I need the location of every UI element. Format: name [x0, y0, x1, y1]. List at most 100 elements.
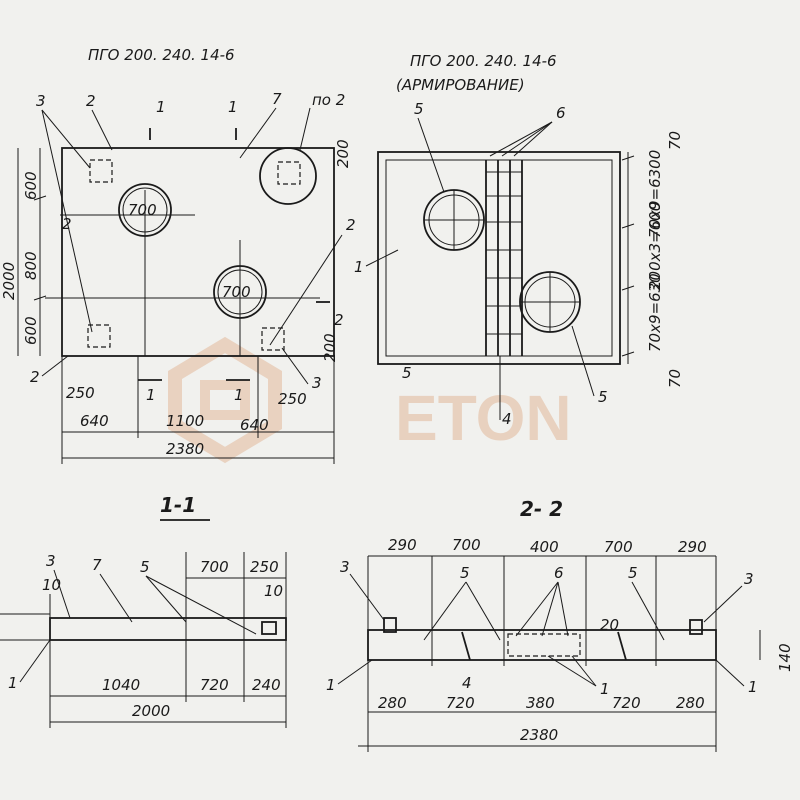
dim-600: 600	[22, 316, 40, 345]
dim-290: 290	[388, 536, 417, 554]
dim-10: 10	[42, 576, 61, 594]
plan-hole-diameter: 700	[128, 201, 157, 219]
dim-250: 250	[66, 384, 95, 402]
dim-240: 240	[252, 676, 281, 694]
leader-line	[547, 655, 597, 687]
plan-detail-ref: по 2	[312, 91, 345, 109]
callout-3: 3	[340, 558, 350, 576]
dim-700: 700	[200, 558, 229, 576]
dim-200: 200	[321, 333, 339, 362]
plan-hole-diameter: 700	[222, 283, 251, 301]
callout-3: 3	[36, 92, 46, 110]
dim-6300: 70х9=6300	[646, 150, 664, 238]
dim-720: 720	[200, 676, 229, 694]
leader-line	[145, 575, 187, 623]
watermark: ETON	[168, 336, 572, 464]
dim-2000: 2000	[132, 702, 170, 720]
leader-line	[99, 573, 133, 623]
dim-400: 400	[530, 538, 559, 556]
dimension-tick	[621, 223, 635, 229]
callout-4: 4	[462, 674, 472, 692]
dim-720: 720	[446, 694, 475, 712]
dim-280: 280	[378, 694, 407, 712]
dim-640: 640	[240, 416, 269, 434]
callout-1: 1	[326, 676, 336, 694]
section-mark-label: 1	[156, 98, 166, 116]
dimension-tick	[621, 155, 635, 161]
reinforcement-cage	[385, 159, 613, 357]
dim-700: 700	[452, 536, 481, 554]
section-label: 2- 2	[520, 497, 563, 521]
plan-view: ПГО 200. 240. 14-6 700 700 по 2 3 2 7 2	[0, 46, 356, 464]
leader-line	[631, 581, 665, 641]
dimension-tick	[33, 295, 47, 301]
leader-line	[145, 575, 257, 635]
plan-lifting-loop	[261, 327, 285, 351]
dim-140: 140	[776, 643, 794, 672]
section-rebar-cage	[507, 633, 581, 657]
callout-7: 7	[272, 90, 282, 108]
leader-line	[281, 347, 309, 385]
plan-hole-inner	[122, 187, 168, 233]
callout-6: 6	[554, 564, 564, 582]
dim-70: 70	[666, 369, 684, 388]
dim-250: 250	[250, 558, 279, 576]
leader-line	[19, 639, 51, 683]
dim-70: 70	[666, 131, 684, 150]
plan-hole	[118, 183, 172, 237]
callout-4: 4	[502, 410, 512, 428]
leader-line	[571, 325, 595, 397]
dim-200: 200	[334, 139, 352, 168]
leader-line	[541, 581, 559, 637]
reinforcement-title: ПГО 200. 240. 14-6	[410, 52, 557, 70]
leader-line	[423, 581, 467, 641]
section-mark-label: 1	[146, 386, 156, 404]
leader-line	[557, 581, 569, 637]
dim-630: 70х9=630	[646, 273, 664, 352]
reinforcement-subtitle: (АРМИРОВАНИЕ)	[396, 76, 525, 94]
dim-290: 290	[678, 538, 707, 556]
dim-800: 800	[22, 251, 40, 280]
section-lifting-loop	[689, 619, 703, 635]
dim-2380: 2380	[520, 726, 558, 744]
callout-1: 1	[8, 674, 18, 692]
callout-6: 6	[556, 104, 566, 122]
leader-line	[465, 581, 501, 641]
break-mark	[617, 631, 627, 661]
leader-line	[41, 109, 93, 333]
plan-lifting-loop	[89, 159, 113, 183]
callout-3: 3	[744, 570, 754, 588]
plan-lifting-loop	[87, 324, 111, 348]
section-mark-label: 2	[334, 311, 344, 329]
section-label: 1-1	[160, 493, 196, 517]
leader-line	[53, 569, 71, 619]
leader-line	[513, 121, 553, 157]
dimension-tick	[621, 351, 635, 357]
callout-1: 1	[354, 258, 364, 276]
leader-line	[417, 117, 445, 193]
leader-line	[349, 573, 385, 621]
callout-5: 5	[414, 100, 424, 118]
dimension-tick	[33, 195, 47, 201]
dim-10: 10	[264, 582, 283, 600]
dim-2380: 2380	[166, 440, 204, 458]
dim-overall-height: 2000	[0, 262, 18, 300]
break-mark	[461, 631, 471, 661]
callout-5: 5	[402, 364, 412, 382]
callout-2: 2	[86, 92, 96, 110]
leader-line	[41, 109, 91, 169]
dim-1100: 1100	[166, 412, 204, 430]
callout-5: 5	[140, 558, 150, 576]
section-2-2: 2- 2 290 700 400 700 290 20 3 5 6 5 3	[326, 497, 794, 752]
dim-20: 20	[600, 616, 619, 634]
callout-2: 2	[346, 216, 356, 234]
section-lifting-loop	[383, 617, 397, 633]
dimension-tick	[621, 285, 635, 291]
watermark-text: ETON	[395, 382, 572, 454]
leader-line	[571, 655, 597, 687]
reinforcement-outline	[377, 151, 621, 365]
section-mark-label: 1	[228, 98, 238, 116]
callout-5: 5	[460, 564, 470, 582]
plan-title: ПГО 200. 240. 14-6	[88, 46, 235, 64]
